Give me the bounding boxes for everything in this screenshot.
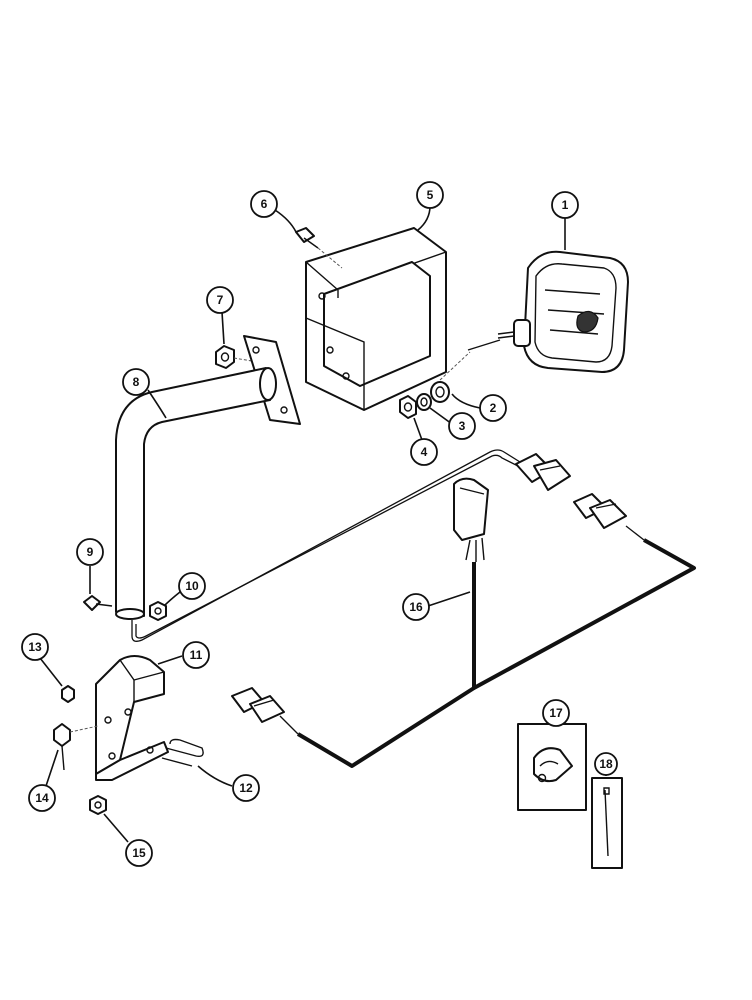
lock-washer [416,393,432,411]
callout-16: 16 [402,593,430,621]
leader-lines [39,205,607,843]
callout-8: 8 [122,368,150,396]
connector-harness-lower [231,687,299,735]
nut-10 [149,601,167,621]
callout-1: 1 [551,191,579,219]
connector-harness-upper [573,493,627,529]
work-lamp [439,250,629,381]
callout-15: 15 [125,839,153,867]
callout-18: 18 [594,752,618,776]
callout-2: 2 [479,394,507,422]
svg-text:16: 16 [409,600,423,614]
svg-text:5: 5 [427,188,434,202]
svg-text:14: 14 [35,791,49,805]
wiring-harness [296,525,696,768]
svg-text:15: 15 [132,846,146,860]
callout-4: 4 [410,438,438,466]
callout-10: 10 [178,572,206,600]
svg-text:9: 9 [87,545,94,559]
callout-9: 9 [76,538,104,566]
svg-text:1: 1 [562,198,569,212]
mounting-tube [115,335,301,620]
connector-lamp-socket [515,453,571,491]
callout-11: 11 [182,641,210,669]
bolt-9 [83,595,113,611]
lamp-lead-wire [131,449,521,642]
svg-text:2: 2 [490,401,497,415]
u-clamp [161,738,204,767]
hex-nut [399,395,417,419]
bolt-14 [53,723,99,771]
cable-tie-box [591,777,623,869]
mounting-bracket [95,655,169,781]
svg-text:3: 3 [459,419,466,433]
svg-text:18: 18 [599,757,613,771]
svg-text:10: 10 [185,579,199,593]
connector-plug [453,477,489,562]
lamp-shroud [305,227,447,411]
callout-14: 14 [28,784,56,812]
callout-6: 6 [250,190,278,218]
svg-text:13: 13 [28,640,42,654]
svg-text:11: 11 [190,648,203,662]
svg-text:4: 4 [421,445,428,459]
bolt-6 [295,227,343,269]
svg-text:12: 12 [239,781,253,795]
washer-flat [430,381,450,403]
callout-13: 13 [21,633,49,661]
nut-13 [61,685,75,703]
callout-17: 17 [542,699,570,727]
nut-15 [89,795,107,815]
callout-5: 5 [416,181,444,209]
callout-7: 7 [206,286,234,314]
callout-12: 12 [232,774,260,802]
svg-text:7: 7 [217,293,224,307]
callout-3: 3 [448,412,476,440]
svg-text:8: 8 [133,375,140,389]
clip-detail-box [517,723,587,811]
svg-text:17: 17 [549,706,563,720]
svg-text:6: 6 [261,197,268,211]
